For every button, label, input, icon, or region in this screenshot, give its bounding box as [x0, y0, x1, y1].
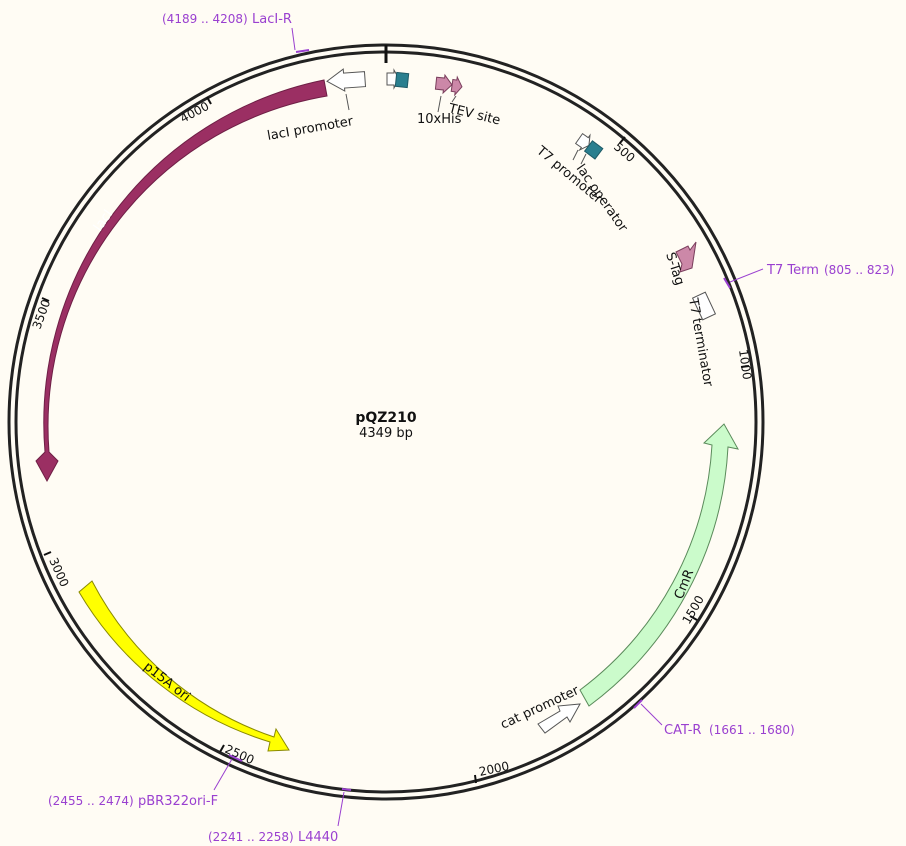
- tick-mark-3500: [41, 297, 50, 302]
- tick-mark-2000: [474, 774, 477, 784]
- tev-site-arrow: [450, 75, 463, 97]
- t7-term-primer-range: (805 .. 823): [824, 263, 894, 277]
- laci-r-primer-range: (4189 .. 4208): [162, 12, 248, 26]
- cmr-gene-arrow: [579, 423, 739, 707]
- pbr322ori-f-primer-mark: [228, 754, 243, 762]
- cat-r-primer-name: CAT-R: [664, 723, 701, 738]
- laci-promoter-leader: [345, 93, 350, 111]
- primer-group: (4189 .. 4208) LacI-R T7 Term (805 .. 82…: [48, 12, 894, 845]
- backbone: [7, 43, 765, 801]
- laci-r-primer-mark: [295, 49, 310, 53]
- tick-mark-3000: [43, 551, 52, 556]
- s-tag-arrow: [675, 241, 697, 273]
- t7-term-primer-name: T7 Term: [766, 263, 819, 278]
- laci-r-primer-name: LacI-R: [252, 12, 292, 27]
- t7-promoter-leader: [572, 149, 579, 161]
- cat-r-primer-leader: [640, 703, 663, 726]
- l4440-primer-mark: [341, 788, 352, 791]
- t7-terminator-box: [691, 291, 717, 321]
- tick-mark-4000: [206, 96, 212, 105]
- pbr322ori-f-primer-name: pBR322ori-F: [138, 794, 218, 809]
- tick-mark-1000: [740, 365, 750, 368]
- plasmid-length: 4349 bp: [359, 426, 413, 441]
- lac-operator-box: [583, 140, 604, 160]
- t7-promoter-arrow: [574, 132, 591, 152]
- plasmid-name: pQZ210: [355, 410, 417, 426]
- l4440-primer-leader: [337, 791, 345, 827]
- cat-promoter-arrow: [537, 703, 581, 734]
- cat-r-primer-range: (1661 .. 1680): [709, 723, 795, 737]
- l4440-primer-name: L4440: [298, 830, 338, 845]
- pbr322ori-f-primer-range: (2455 .. 2474): [48, 794, 134, 808]
- t7-term-primer-mark: [723, 277, 731, 289]
- laci-promoter-arrow: [326, 68, 367, 92]
- tick-label-2000: 2000: [478, 759, 511, 779]
- pbr322ori-f-primer-leader: [213, 758, 233, 791]
- tick-mark-2500: [219, 744, 225, 753]
- t7-term-primer-leader: [729, 268, 764, 283]
- his-tag-leader: [437, 95, 442, 113]
- laci-gene-arrow: [35, 79, 328, 483]
- ori-arrow: [78, 580, 290, 752]
- tick-mark-1500: [689, 615, 698, 621]
- tick-mark-500: [619, 136, 626, 144]
- tick-label-1000: 1000: [736, 348, 754, 380]
- his-tag-arrow: [434, 73, 453, 95]
- l4440-primer-range: (2241 .. 2258): [208, 830, 294, 844]
- his-tag-label: 10xHis: [417, 112, 462, 127]
- laci-r-primer-leader: [291, 27, 296, 51]
- top-operator-box: [394, 71, 410, 89]
- cat-r-primer-mark: [633, 699, 643, 709]
- tev-site-leader: [451, 95, 457, 103]
- lac-operator-leader: [580, 153, 587, 165]
